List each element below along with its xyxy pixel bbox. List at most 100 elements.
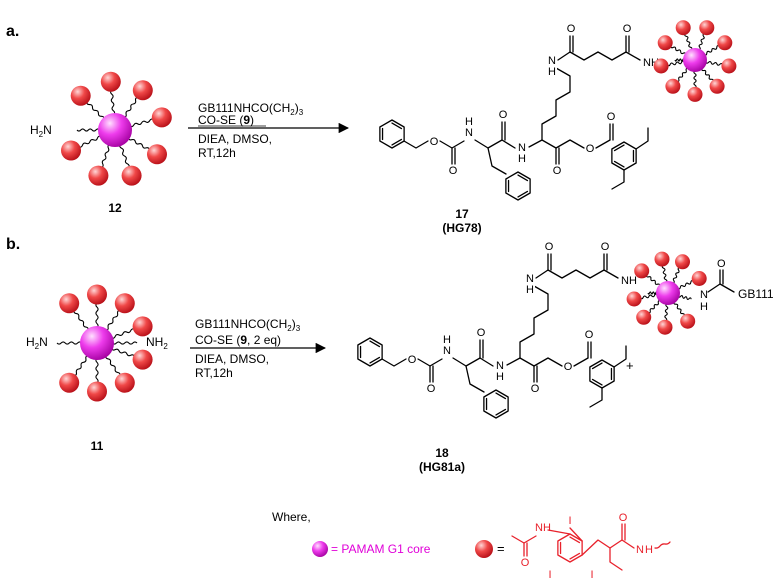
svg-text:I: I xyxy=(548,569,551,578)
p18-arm xyxy=(664,303,669,322)
d11-arm xyxy=(56,341,83,345)
svg-text:O: O xyxy=(586,143,595,155)
p18-arm xyxy=(648,299,661,314)
legend-ball-sphere xyxy=(475,540,493,558)
legend-core-sphere xyxy=(312,541,328,557)
compound-code-hg78: (HG78) xyxy=(442,221,481,235)
svg-text:I: I xyxy=(590,569,593,578)
svg-text:I: I xyxy=(568,515,571,527)
d11-ball xyxy=(114,293,135,314)
d12-ball xyxy=(100,71,121,92)
d11-ball xyxy=(87,284,107,305)
svg-text:N: N xyxy=(700,289,708,301)
p18-ball xyxy=(691,271,707,286)
nh2-label-b: NH2 xyxy=(146,335,168,351)
h2n-label-b: H2N xyxy=(26,335,48,351)
d12-arm xyxy=(86,101,105,120)
svg-text:O: O xyxy=(531,383,540,395)
panel-a-label: a. xyxy=(6,23,19,40)
d12-ball xyxy=(132,80,153,101)
svg-text:N: N xyxy=(443,345,451,357)
svg-text:O: O xyxy=(545,241,554,253)
svg-text:O: O xyxy=(553,165,562,177)
dendrimer-11 xyxy=(56,284,153,402)
d11-arm xyxy=(110,347,136,357)
gb111-label: GB111 xyxy=(738,287,774,301)
legend-where: Where, xyxy=(272,510,311,524)
svg-text:NH: NH xyxy=(621,275,637,287)
svg-text:H: H xyxy=(496,371,504,383)
p18-ball xyxy=(657,319,673,335)
svg-text:H: H xyxy=(548,66,556,78)
svg-text:N: N xyxy=(526,273,534,285)
compound-number-18: 18 xyxy=(435,446,449,460)
d12-ball xyxy=(121,165,142,186)
p18-arm xyxy=(673,301,685,317)
p17-ball xyxy=(687,86,703,102)
compound-number-17: 17 xyxy=(455,207,469,221)
d11-ball xyxy=(132,349,153,370)
p17-arm xyxy=(705,61,724,66)
svg-text:NH: NH xyxy=(535,522,551,534)
d12-arm xyxy=(101,143,111,169)
p18-arm xyxy=(640,293,658,300)
d11-core xyxy=(80,326,114,360)
d12-ball xyxy=(151,107,172,128)
plus-sign: + xyxy=(626,358,634,373)
svg-text:O: O xyxy=(567,23,576,35)
d12-arm xyxy=(110,89,116,116)
p17-ball xyxy=(653,58,669,74)
d11-arm xyxy=(95,357,99,384)
p18-arm xyxy=(645,274,661,287)
product-17-dendrimer xyxy=(653,20,737,102)
product-18-dendrimer: NHO xyxy=(626,251,735,335)
p17-arm xyxy=(701,68,714,82)
svg-text:N: N xyxy=(548,55,556,67)
svg-text:O: O xyxy=(717,258,726,270)
svg-text:N: N xyxy=(636,544,644,556)
reagent-a-line2: CO-SE (9) xyxy=(198,113,254,127)
svg-text:O: O xyxy=(585,329,594,341)
p17-ball xyxy=(675,20,691,36)
p17-arm xyxy=(704,45,720,56)
conditions-b-line2: RT,12h xyxy=(195,366,233,380)
p18-ball xyxy=(680,313,696,329)
conditions-a-line1: DIEA, DMSO, xyxy=(198,132,272,146)
d11-ball xyxy=(132,316,153,337)
p17-arm xyxy=(667,60,685,67)
d12-arm xyxy=(76,128,101,132)
svg-text:O: O xyxy=(430,136,439,148)
reagent-a-line1: GB111NHCO(CH2)3 xyxy=(198,101,304,117)
d11-arm xyxy=(111,328,135,339)
legend-ball-equals: = xyxy=(497,541,505,556)
svg-text:H2N: H2N xyxy=(26,335,48,351)
p18-arm xyxy=(672,267,680,284)
d12-arm xyxy=(78,135,102,148)
svg-text:O: O xyxy=(427,383,436,395)
compound-number-12: 12 xyxy=(108,201,122,215)
p17-arm xyxy=(698,33,705,51)
conditions-b-line1: DIEA, DMSO, xyxy=(195,352,269,366)
d12-arm xyxy=(119,144,130,168)
p17-arm xyxy=(670,45,687,55)
d11-arm xyxy=(105,355,121,376)
h2n-label-a: H2N xyxy=(30,123,52,139)
p18-arm xyxy=(647,291,658,295)
svg-text:O: O xyxy=(477,327,486,339)
svg-text:O: O xyxy=(564,361,573,373)
svg-text:O: O xyxy=(499,109,508,121)
svg-text:H2N: H2N xyxy=(30,123,52,139)
p17-ball xyxy=(657,35,673,51)
d12-arm xyxy=(123,96,139,119)
svg-text:O: O xyxy=(601,241,610,253)
panel-b-label: b. xyxy=(6,236,20,253)
d12-ball xyxy=(147,144,167,165)
d11-arm xyxy=(73,310,89,331)
d11-arm xyxy=(111,341,138,345)
svg-text:H: H xyxy=(443,334,451,346)
compound-number-11: 11 xyxy=(91,439,104,453)
